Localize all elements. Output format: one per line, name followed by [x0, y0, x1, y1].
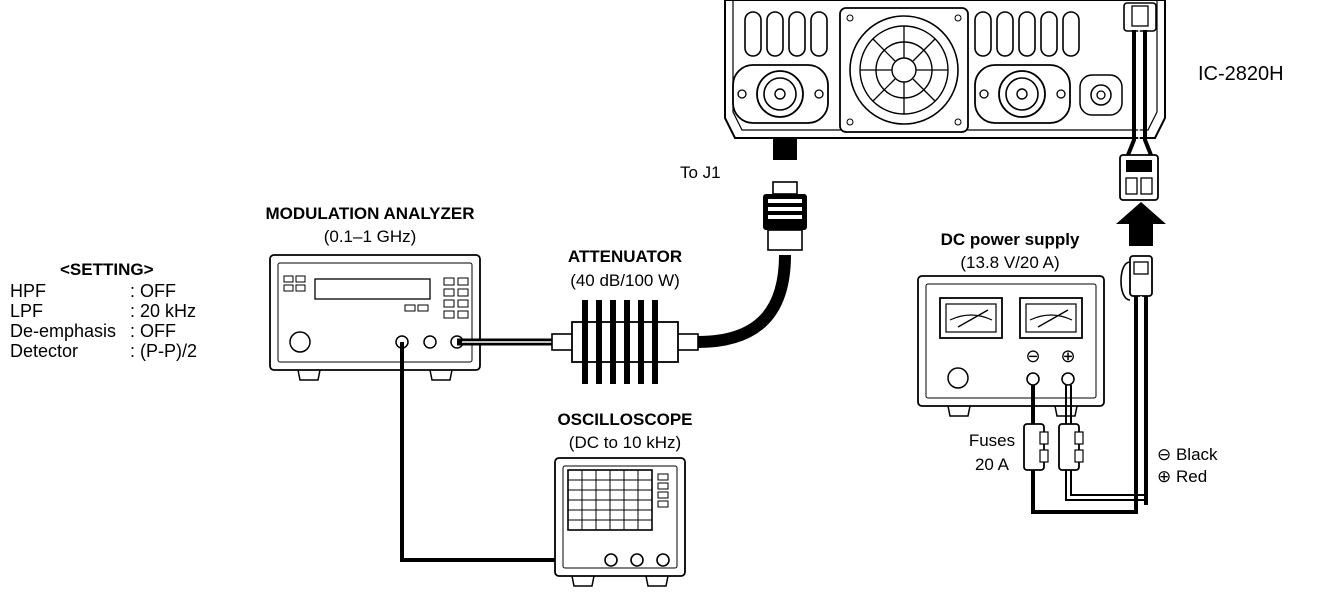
dc-power-supply-spec: (13.8 V/20 A)	[960, 253, 1059, 272]
black-wire-label: ⊖ Black	[1157, 445, 1218, 464]
rf-cable-radio	[697, 254, 791, 348]
modulation-analyzer-knob	[289, 331, 311, 353]
radio-rear-panel	[724, 0, 1166, 139]
fuses-label: Fuses	[969, 431, 1015, 450]
fuses-rating: 20 A	[975, 455, 1010, 474]
modulation-analyzer-spec: (0.1–1 GHz)	[324, 227, 417, 246]
power-dc-plug	[1120, 255, 1153, 301]
dc-power-supply-label: DC power supply	[941, 230, 1080, 249]
setting-hpf-value: : OFF	[130, 281, 176, 301]
setting-detector-name: Detector	[10, 341, 78, 361]
oscilloscope-input-jack	[604, 553, 618, 567]
fuse-red	[1058, 423, 1084, 471]
setting-hpf-name: HPF	[10, 281, 46, 301]
power-supply-knob	[947, 367, 969, 389]
setting-deemphasis-value: : OFF	[130, 321, 176, 341]
plus-terminal	[1061, 372, 1075, 386]
setting-detector-value: : (P-P)/2	[130, 341, 197, 361]
attenuator-label: ATTENUATOR	[568, 247, 682, 266]
plus-terminal-symbol: ⊕	[1060, 346, 1075, 366]
radio-model-label: IC-2820H	[1198, 63, 1284, 85]
radio-dc-plug	[1119, 154, 1159, 201]
ammeter	[1019, 297, 1083, 339]
modulation-analyzer-display	[314, 278, 431, 300]
modulation-analyzer: MODULATION ANALYZER (0.1–1 GHz)	[265, 204, 481, 381]
voltmeter	[939, 297, 1003, 339]
attenuator-spec: (40 dB/100 W)	[570, 271, 680, 290]
rf-connector	[763, 181, 807, 251]
arrow-to-radio-dc-icon	[1116, 202, 1166, 246]
scope-cable	[400, 342, 605, 562]
modulation-analyzer-label: MODULATION ANALYZER	[265, 204, 474, 223]
setting-title: <SETTING>	[60, 260, 154, 279]
dc-power-supply-body	[917, 275, 1105, 407]
modulation-analyzer-body	[269, 254, 481, 371]
dc-power-supply: DC power supply (13.8 V/20 A) ⊖ ⊕	[917, 230, 1105, 417]
oscilloscope: OSCILLOSCOPE (DC to 10 kHz)	[554, 410, 693, 587]
setting-block: <SETTING> HPF : OFF LPF : 20 kHz De-emph…	[10, 260, 197, 361]
setting-deemphasis-name: De-emphasis	[10, 321, 116, 341]
oscilloscope-spec: (DC to 10 kHz)	[569, 433, 681, 452]
setting-lpf-name: LPF	[10, 301, 43, 321]
minus-terminal	[1026, 372, 1040, 386]
attenuator: ATTENUATOR (40 dB/100 W)	[551, 247, 699, 384]
to-j1-label: To J1	[680, 163, 721, 182]
red-wire-label: ⊕ Red	[1157, 467, 1207, 486]
setting-lpf-value: : 20 kHz	[130, 301, 196, 321]
fuse-black	[1023, 423, 1049, 471]
minus-terminal-symbol: ⊖	[1025, 346, 1040, 366]
oscilloscope-label: OSCILLOSCOPE	[557, 410, 692, 429]
